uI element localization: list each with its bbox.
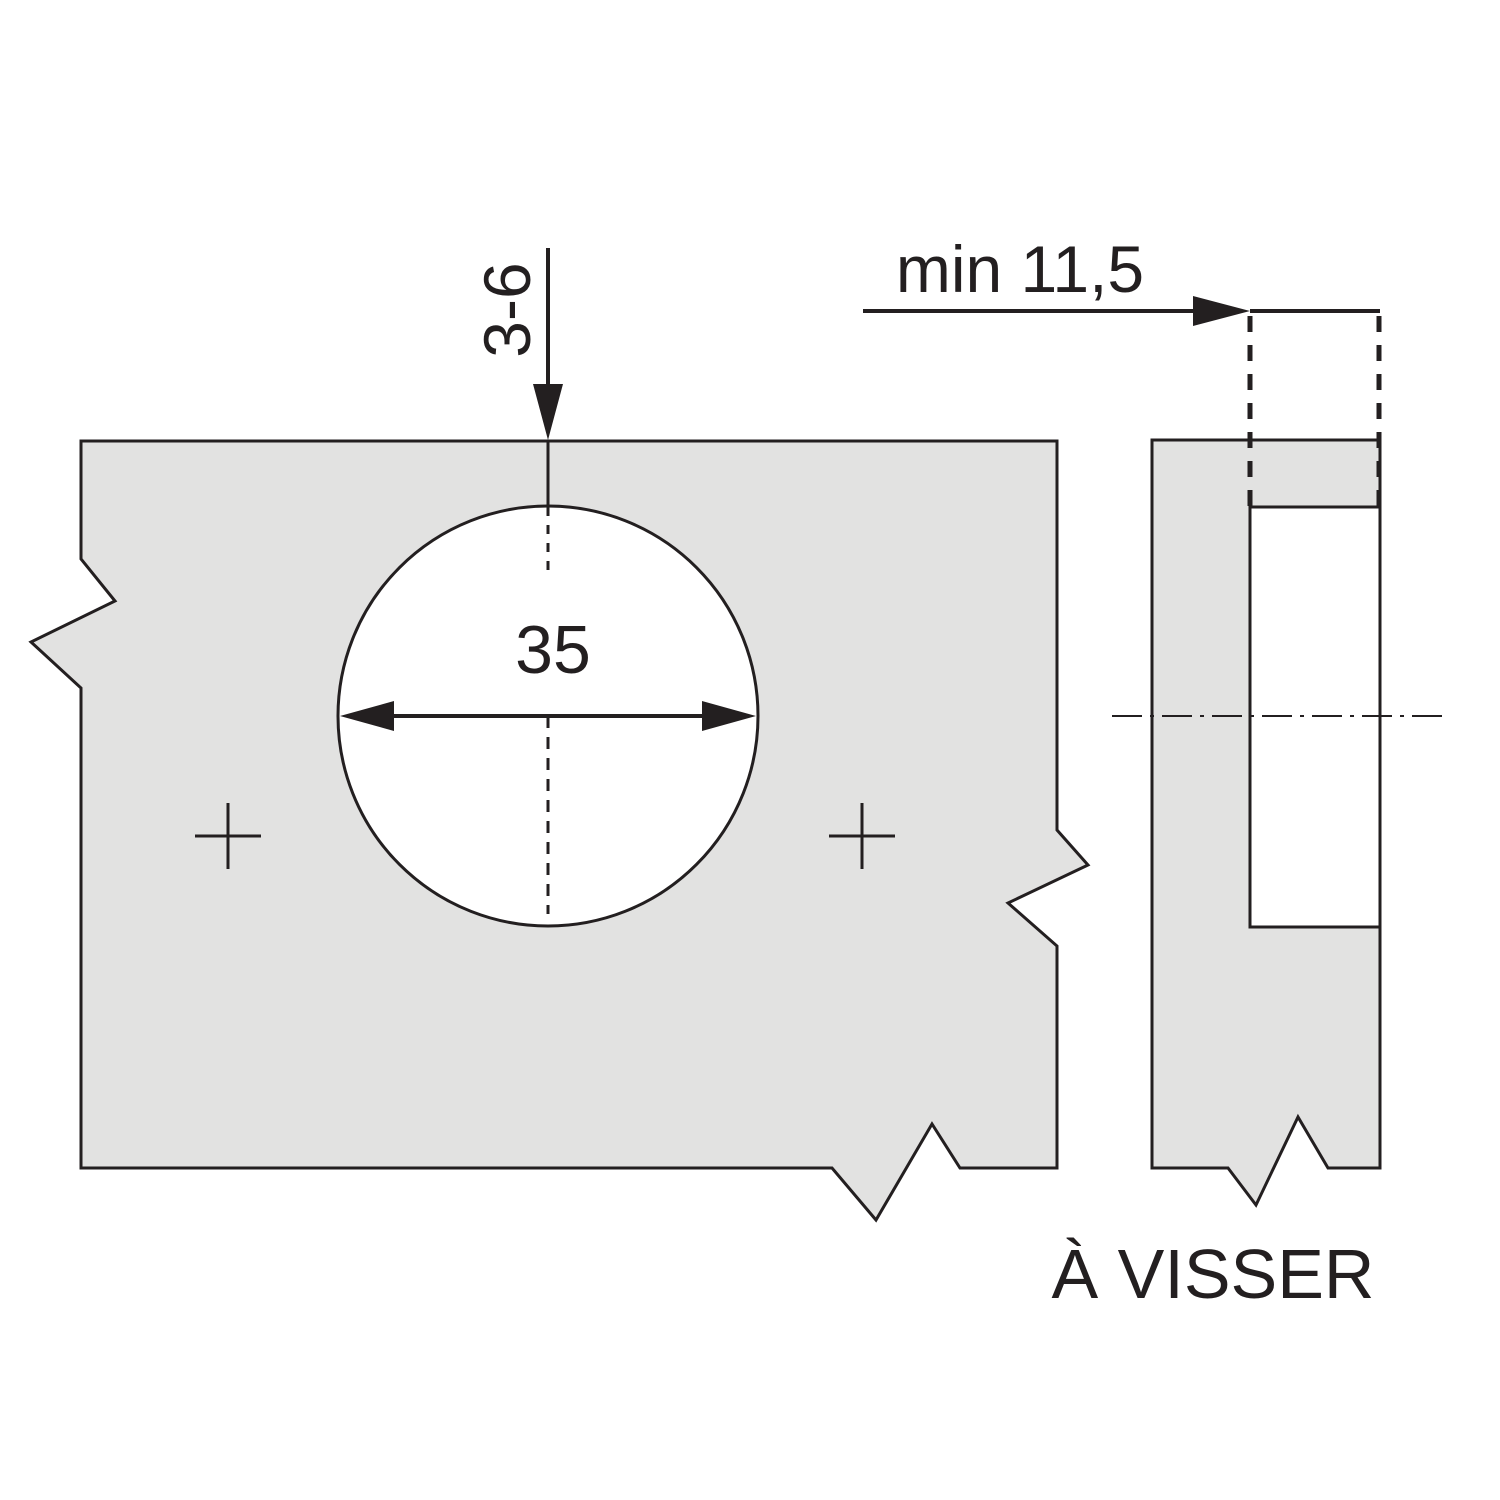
diameter-label: 35: [515, 612, 591, 688]
edge-distance-dimension: [533, 248, 563, 914]
screw-mark-left: [195, 803, 261, 869]
diameter-dimension: [340, 701, 756, 731]
hinge-outline-dashed: [1247, 316, 1382, 507]
depth-label: 3-6: [470, 262, 544, 357]
screw-mark-right: [829, 803, 895, 869]
min-distance-label: min 11,5: [896, 232, 1144, 306]
min-distance-arrow: [863, 296, 1250, 326]
caption: À VISSER: [1052, 1235, 1375, 1313]
